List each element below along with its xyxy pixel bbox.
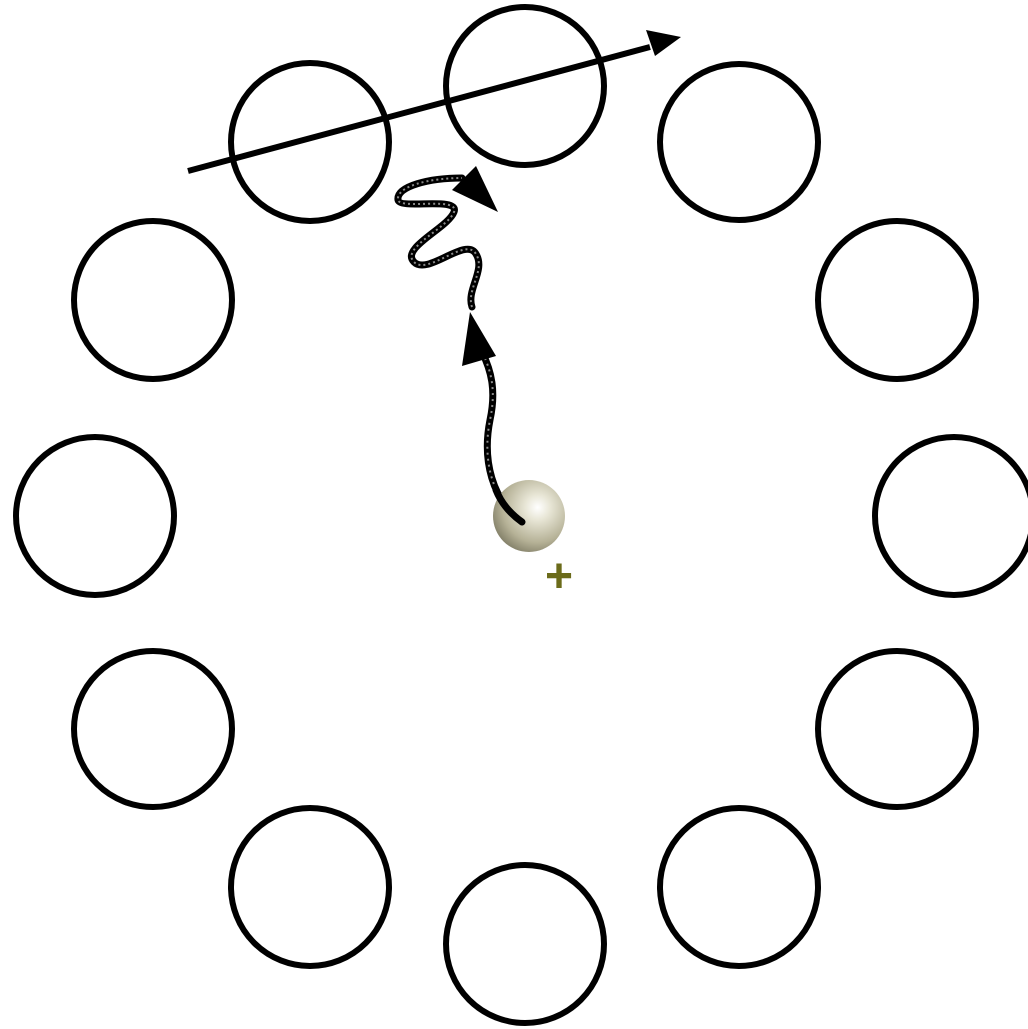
particle-sphere bbox=[493, 480, 565, 552]
ring-circle bbox=[818, 221, 976, 379]
ring-circle bbox=[231, 808, 389, 966]
ring-circle bbox=[660, 64, 818, 220]
ring-circle bbox=[74, 651, 232, 807]
positive-charge-label: + bbox=[545, 550, 573, 603]
ring-circle bbox=[231, 63, 389, 221]
ring-circle bbox=[446, 7, 604, 165]
wavy-arrowhead bbox=[452, 166, 498, 212]
ring-circle bbox=[660, 808, 818, 966]
ring-circle bbox=[74, 221, 232, 379]
wavy-photon-arrow bbox=[398, 166, 498, 307]
trajectory-line bbox=[188, 47, 650, 171]
ring-circle bbox=[818, 651, 976, 807]
trajectory-arrowhead bbox=[646, 30, 681, 56]
wavy-path bbox=[398, 178, 479, 307]
curved-arrowhead bbox=[462, 312, 496, 366]
straight-trajectory-arrow bbox=[188, 30, 681, 171]
ring-circle bbox=[875, 437, 1028, 595]
ring-circle bbox=[16, 437, 174, 595]
ring-circle bbox=[446, 865, 604, 1023]
